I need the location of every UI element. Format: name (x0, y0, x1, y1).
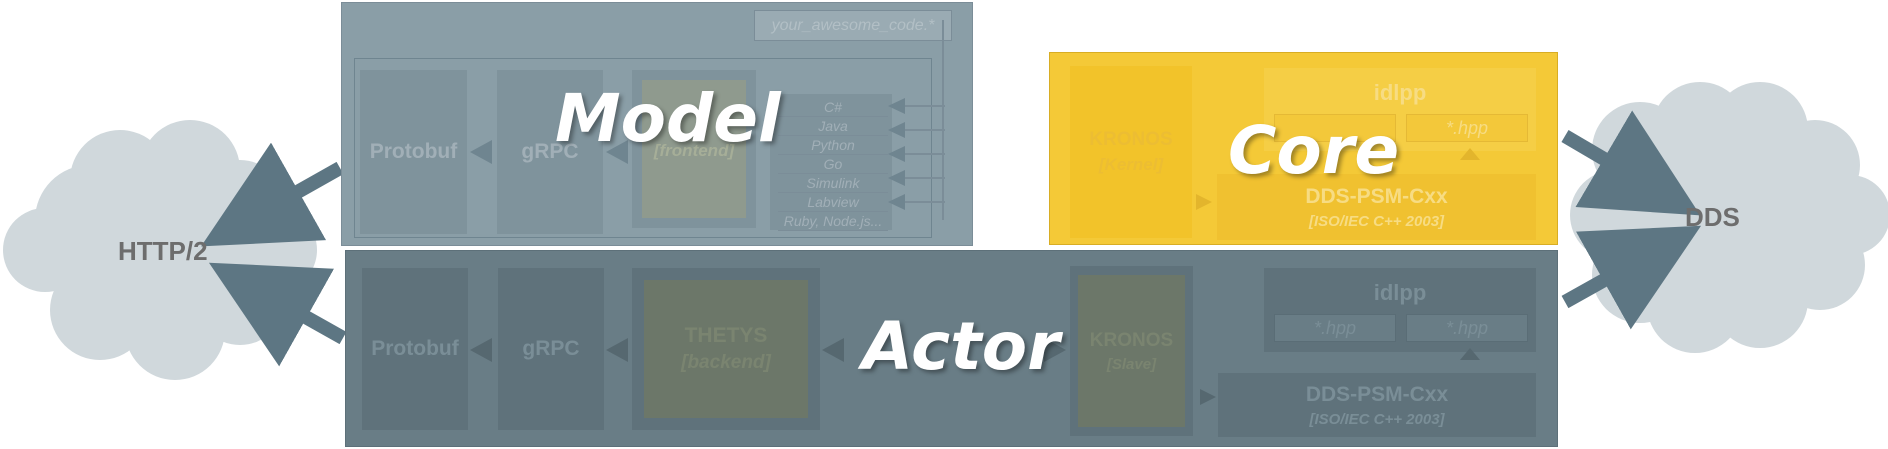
file-tab: your_awesome_code.* (754, 10, 952, 41)
file-tab-connector (942, 20, 952, 220)
model-grpc-box: gRPC (497, 70, 603, 234)
core-dds-box: DDS-PSM-Cxx [ISO/IEC C++ 2003] (1217, 174, 1536, 240)
language-item: C# (778, 98, 888, 117)
core-kronos-name: KRONOS (1089, 129, 1173, 150)
actor-file-b: *.hpp (1406, 314, 1528, 342)
actor-file-a: *.hpp (1274, 314, 1396, 342)
language-item: Ruby, Node.js... (778, 212, 888, 231)
language-item: Python (778, 136, 888, 155)
language-item: Java (778, 117, 888, 136)
actor-protobuf-box: Protobuf (362, 268, 468, 430)
model-title: Model (555, 80, 781, 157)
model-thetys-inner: [frontend] (642, 80, 746, 218)
model-thetys-box: [frontend] (632, 70, 756, 228)
model-grpc-label: gRPC (521, 140, 579, 163)
actor-thetys-box: THETYS [backend] (644, 280, 808, 418)
http2-label: HTTP/2 (118, 236, 208, 266)
model-inner-frame (354, 58, 932, 238)
actor-protobuf-label: Protobuf (371, 337, 459, 360)
dds-label: DDS (1685, 202, 1740, 232)
model-protobuf-label: Protobuf (369, 140, 458, 163)
actor-title: Actor (862, 308, 1060, 385)
core-title: Core (1228, 112, 1400, 189)
core-file-a (1274, 114, 1396, 142)
actor-thetys-name: THETYS (684, 324, 768, 347)
core-dds-name: DDS-PSM-Cxx (1305, 184, 1448, 208)
connector-arrows (201, 110, 1702, 367)
actor-kronos-sub: [Slave] (1106, 355, 1157, 373)
actor-grpc-box: gRPC (498, 268, 604, 430)
actor-thetys-sub: [backend] (681, 352, 771, 373)
actor-idlpp-label: idlpp (1373, 280, 1427, 305)
model-thetys-sub: [frontend] (653, 141, 735, 160)
core-dds-sub: [ISO/IEC C++ 2003] (1308, 212, 1445, 230)
actor-dds-box: DDS-PSM-Cxx [ISO/IEC C++ 2003] (1218, 373, 1536, 437)
actor-dds-sub: [ISO/IEC C++ 2003] (1309, 410, 1445, 428)
actor-grpc-label: gRPC (522, 337, 580, 360)
model-protobuf-box: Protobuf (360, 70, 467, 234)
language-item: Simulink (778, 174, 888, 193)
core-file-b: *.hpp (1406, 114, 1528, 142)
core-idlpp-label: idlpp (1373, 80, 1427, 105)
core-kronos-box: KRONOS [Kernel] (1070, 66, 1192, 238)
actor-kronos-name: KRONOS (1089, 329, 1174, 351)
actor-kronos-box: KRONOS [Slave] (1078, 275, 1185, 427)
language-item: Labview (778, 193, 888, 212)
core-kronos-sub: [Kernel] (1098, 155, 1164, 174)
language-item: Go (778, 155, 888, 174)
actor-dds-name: DDS-PSM-Cxx (1305, 382, 1449, 406)
